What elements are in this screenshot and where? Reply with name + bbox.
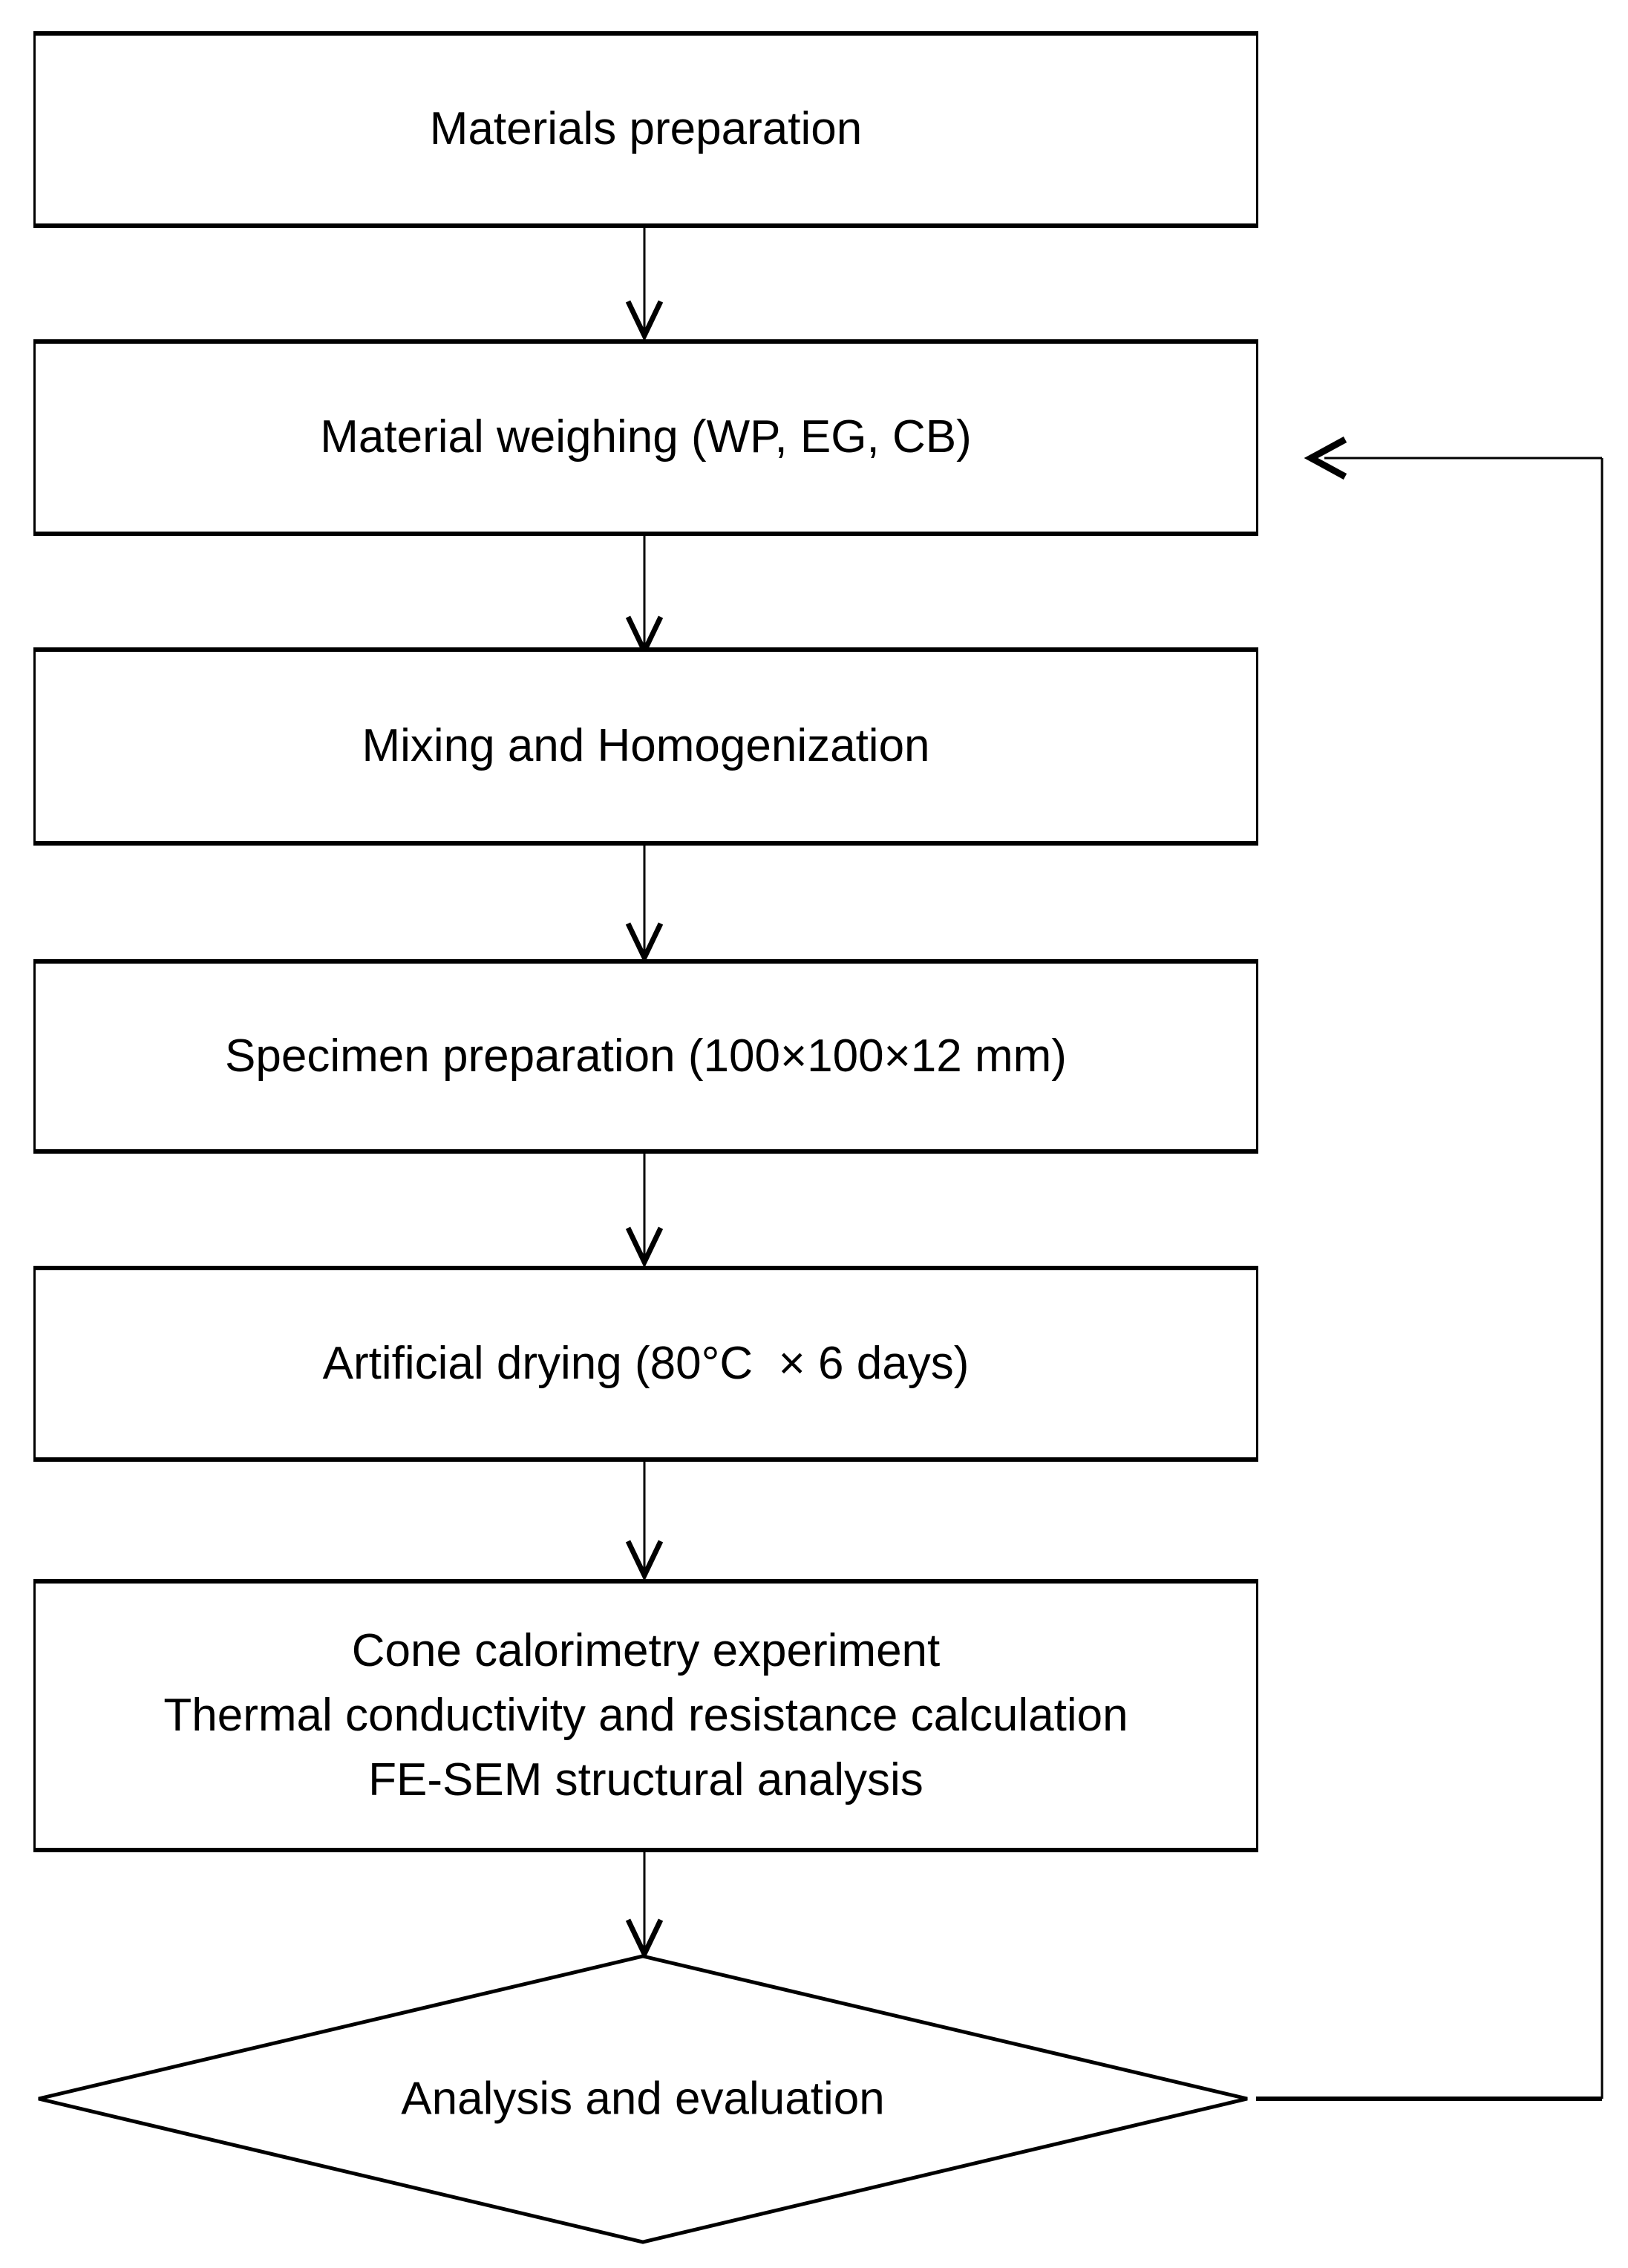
flow-arrow-3 — [625, 846, 664, 964]
flow-step-label: Materials preparation — [429, 103, 863, 155]
flow-step-label: Mixing and Homogenization — [362, 720, 930, 772]
flow-arrow-2 — [625, 536, 664, 658]
arrowhead-left-icon — [1304, 437, 1347, 480]
flow-arrow-4 — [625, 1154, 664, 1269]
flow-step-artificial-drying: Artificial drying (80°C × 6 days) — [33, 1266, 1258, 1462]
arrowhead-down-icon — [625, 300, 664, 342]
decision-diamond-label: Analysis and evaluation — [401, 2073, 885, 2125]
flow-arrow-1 — [625, 228, 664, 342]
flow-step-mixing-homogenization: Mixing and Homogenization — [33, 647, 1258, 846]
feedback-connector — [1256, 437, 1604, 2101]
decision-diamond — [38, 1954, 1248, 2244]
flow-step-line: Thermal conductivity and resistance calc… — [163, 1689, 1128, 1741]
arrowhead-down-icon — [625, 1540, 664, 1582]
arrowhead-down-icon — [625, 1918, 664, 1961]
flow-arrow-5 — [625, 1462, 664, 1582]
flow-step-materials-preparation: Materials preparation — [33, 31, 1258, 228]
flow-arrow-6 — [625, 1852, 664, 1961]
flow-step-label: Material weighing (WP, EG, CB) — [320, 411, 972, 463]
flow-step-label: Artificial drying (80°C × 6 days) — [322, 1337, 970, 1389]
flow-step-specimen-preparation: Specimen preparation (100×100×12 mm) — [33, 959, 1258, 1154]
flow-step-line: Cone calorimetry experiment — [351, 1625, 941, 1676]
arrowhead-down-icon — [625, 1226, 664, 1269]
flow-step-testing-analysis: Cone calorimetry experiment Thermal cond… — [33, 1579, 1258, 1852]
flow-step-material-weighing: Material weighing (WP, EG, CB) — [33, 339, 1258, 536]
flow-step-label: Specimen preparation (100×100×12 mm) — [225, 1030, 1067, 1082]
flow-step-line: FE-SEM structural analysis — [368, 1754, 923, 1805]
arrowhead-down-icon — [625, 922, 664, 964]
